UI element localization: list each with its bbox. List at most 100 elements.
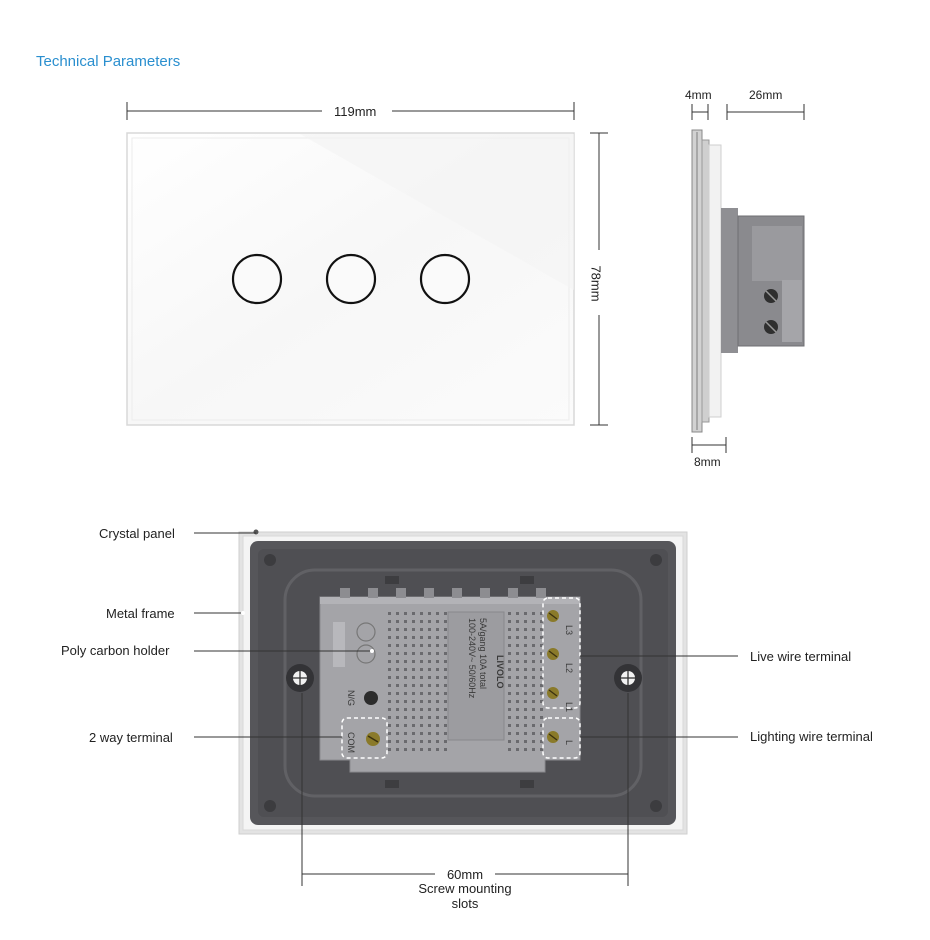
module-print: 100-240V~ 50/60Hz 5A/gang 10A total LIVO…: [346, 618, 574, 753]
vent-hole: [388, 676, 391, 679]
vent-hole: [540, 620, 543, 623]
vent-hole: [516, 652, 519, 655]
vent-hole: [412, 684, 415, 687]
vent-hole: [524, 708, 527, 711]
vent-hole: [396, 716, 399, 719]
vent-hole: [420, 692, 423, 695]
vent-hole: [396, 660, 399, 663]
vent-hole: [532, 724, 535, 727]
vent-hole: [444, 748, 447, 751]
vent-hole: [428, 636, 431, 639]
vent-hole: [516, 660, 519, 663]
vent-hole: [420, 676, 423, 679]
terminal-label-ng: N/G: [346, 690, 356, 706]
vent-hole: [396, 684, 399, 687]
vent-hole: [396, 724, 399, 727]
vent-hole: [540, 668, 543, 671]
vent-hole: [412, 612, 415, 615]
vent-hole: [524, 644, 527, 647]
vent-hole: [436, 668, 439, 671]
vent-hole: [524, 684, 527, 687]
vent-hole: [396, 668, 399, 671]
vent-hole: [516, 668, 519, 671]
vent-hole: [524, 676, 527, 679]
vent-hole: [396, 628, 399, 631]
vent-hole: [516, 636, 519, 639]
vent-hole: [524, 668, 527, 671]
screw-distance-label: 60mm: [435, 867, 495, 882]
vent-hole: [532, 716, 535, 719]
vent-hole: [532, 708, 535, 711]
vent-hole: [516, 620, 519, 623]
vent-hole: [404, 692, 407, 695]
vent-hole: [388, 612, 391, 615]
vent-hole: [436, 708, 439, 711]
width-dimension-line: [126, 102, 575, 120]
vent-hole: [508, 700, 511, 703]
vent-hole: [524, 652, 527, 655]
vent-hole: [436, 732, 439, 735]
vent-hole: [540, 660, 543, 663]
vent-hole: [444, 700, 447, 703]
vent-hole: [436, 700, 439, 703]
vent-hole: [412, 700, 415, 703]
vent-hole: [388, 732, 391, 735]
vent-hole: [444, 732, 447, 735]
vent-hole: [508, 612, 511, 615]
lighting-wire-terminal-label: Lighting wire terminal: [750, 729, 873, 744]
vent-hole: [524, 700, 527, 703]
vent-hole: [420, 636, 423, 639]
vent-hole: [508, 628, 511, 631]
vent-hole: [524, 716, 527, 719]
back-view: [238, 529, 688, 835]
vent-hole: [404, 732, 407, 735]
vent-hole: [444, 620, 447, 623]
vent-hole: [420, 748, 423, 751]
vent-hole: [540, 628, 543, 631]
vent-hole: [508, 708, 511, 711]
vent-hole: [412, 668, 415, 671]
vent-hole: [524, 660, 527, 663]
vent-hole: [540, 708, 543, 711]
vent-hole: [420, 708, 423, 711]
screw-caption-label: Screw mounting slots: [418, 881, 512, 911]
vent-hole: [404, 644, 407, 647]
vent-hole: [396, 708, 399, 711]
vent-hole: [540, 684, 543, 687]
vent-hole: [516, 716, 519, 719]
vent-hole: [540, 644, 543, 647]
vent-hole: [428, 716, 431, 719]
vent-hole: [404, 668, 407, 671]
vent-hole: [516, 644, 519, 647]
vent-hole: [388, 740, 391, 743]
callout-lines: [194, 532, 738, 738]
vent-hole: [532, 636, 535, 639]
rating-line1: 100-240V~ 50/60Hz: [467, 618, 477, 699]
vent-hole: [388, 644, 391, 647]
vent-hole: [508, 724, 511, 727]
vent-hole: [516, 628, 519, 631]
vent-hole: [444, 644, 447, 647]
vent-hole: [404, 676, 407, 679]
vent-hole: [420, 628, 423, 631]
vent-hole: [388, 700, 391, 703]
touch-button-2: [325, 253, 377, 305]
vent-hole: [428, 652, 431, 655]
vent-hole: [532, 612, 535, 615]
vent-hole: [444, 708, 447, 711]
vent-hole: [412, 724, 415, 727]
vent-hole: [404, 716, 407, 719]
vent-hole: [420, 644, 423, 647]
vent-hole: [420, 620, 423, 623]
vent-hole: [524, 724, 527, 727]
vent-hole: [436, 636, 439, 639]
vent-hole: [388, 716, 391, 719]
front-panel: [126, 132, 575, 426]
vent-hole: [412, 652, 415, 655]
vent-hole: [444, 636, 447, 639]
vent-hole: [508, 684, 511, 687]
vent-hole: [508, 676, 511, 679]
vent-hole: [436, 644, 439, 647]
vent-hole: [404, 708, 407, 711]
vent-hole: [540, 732, 543, 735]
